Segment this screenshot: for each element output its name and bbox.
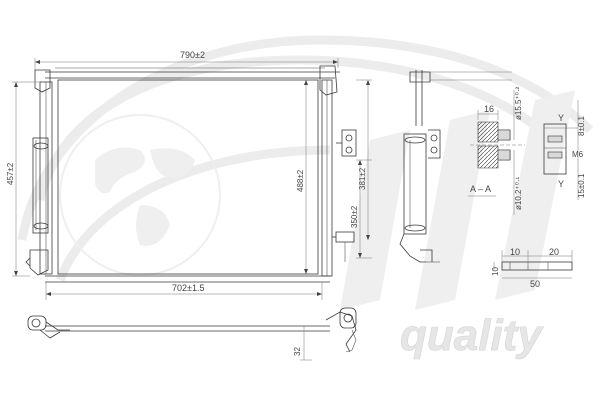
- dim-right-upper-label: 381±2: [358, 167, 367, 190]
- dim-core-width-label: 702±1.5: [172, 283, 204, 293]
- dim-bracket-total-label: 50: [530, 279, 540, 289]
- section-detail: 16 ø15.5⁺⁰·² ø10.2⁺⁰·¹ A – A: [468, 86, 525, 215]
- dim-overall-width-label: 790±2: [180, 50, 205, 60]
- thread-x-bottom-label: Y: [558, 179, 564, 189]
- side-view: [399, 70, 512, 263]
- dim-bracket-b-label: 20: [549, 247, 559, 257]
- dim-overall-width: 790±2: [34, 50, 339, 70]
- dim-core-height: 488±2: [296, 80, 308, 274]
- dim-left-height-label: 457±2: [6, 162, 15, 185]
- bottom-view: 32: [27, 307, 357, 361]
- dim-right-lower-label: 350±2: [350, 205, 359, 228]
- dim-right-height-top-label: 8±0.1: [577, 115, 586, 136]
- front-view: [25, 65, 357, 283]
- dim-section-lower-label: ø10.2⁺⁰·¹: [514, 176, 523, 210]
- watermark-logo: quality: [17, 35, 594, 360]
- dim-right-lower: 350±2: [350, 159, 372, 259]
- section-label: A – A: [470, 184, 491, 194]
- bracket-detail: 10 20 50 10: [491, 247, 573, 289]
- dim-fitting-height-label: ø15.5⁺⁰·²: [514, 86, 523, 120]
- dim-core-width: 702±1.5: [45, 282, 323, 300]
- dim-bottom-offset-label: 32: [293, 347, 302, 356]
- fitting-detail: Y Y M6 8±0.1 15±0.1: [543, 100, 586, 200]
- dim-right-height-bottom-label: 15±0.1: [577, 173, 586, 198]
- dim-bracket-a-label: 10: [510, 247, 520, 257]
- dim-bracket-height-label: 10: [491, 267, 500, 276]
- dim-core-height-label: 488±2: [296, 169, 305, 192]
- thread-x-top-label: Y: [558, 113, 564, 123]
- watermark-text: quality: [400, 311, 544, 360]
- dim-left-height: 457±2: [6, 81, 40, 277]
- dim-fitting-width-label: 16: [484, 104, 494, 114]
